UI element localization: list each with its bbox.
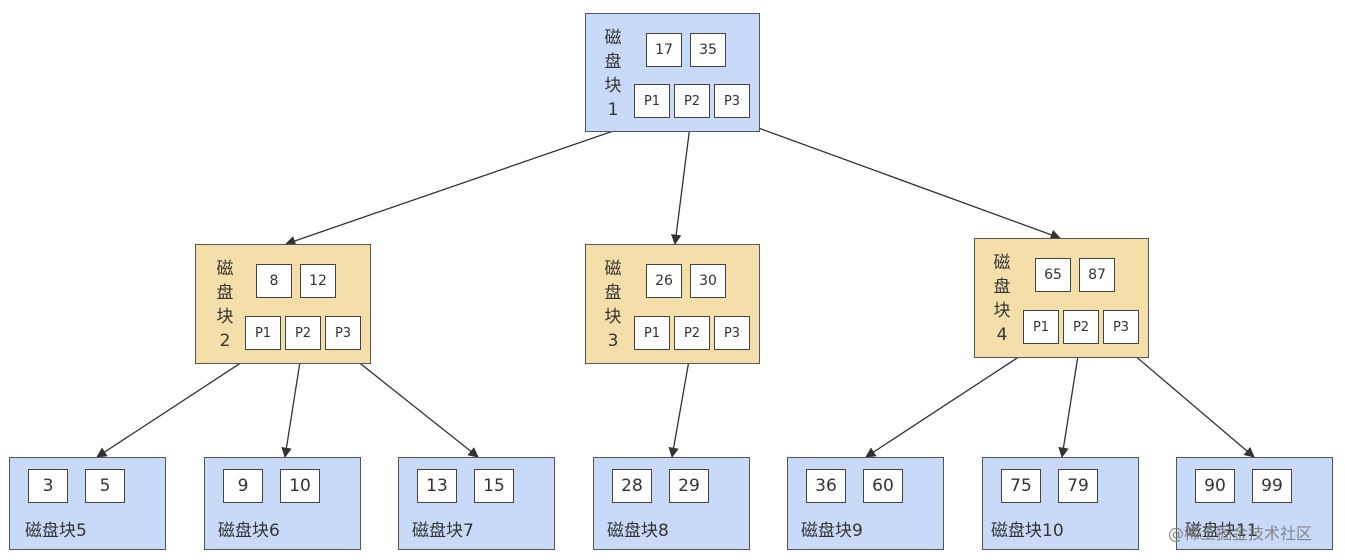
block-label: 磁盘块9 bbox=[801, 521, 863, 541]
disk-block-7: 13 15 磁盘块7 bbox=[398, 457, 555, 550]
block-label: 磁盘块5 bbox=[25, 521, 87, 541]
link-root-p3 bbox=[730, 117, 1061, 240]
link-b4-p2 bbox=[1058, 342, 1081, 459]
key-cell: 65 bbox=[1035, 258, 1071, 292]
link-root-p2 bbox=[671, 117, 692, 246]
pointer-cell: P1 bbox=[1023, 310, 1059, 344]
pointer-cell: P2 bbox=[1063, 310, 1099, 344]
pointer-cell: P3 bbox=[714, 316, 750, 350]
disk-block-9: 36 60 磁盘块9 bbox=[787, 457, 944, 550]
block-label: 磁盘块11 bbox=[1185, 521, 1258, 541]
key-cell: 90 bbox=[1195, 469, 1235, 503]
block-label: 磁盘块8 bbox=[607, 521, 669, 541]
key-cell: 8 bbox=[256, 264, 292, 298]
link-b2-p3 bbox=[341, 348, 479, 458]
key-cell: 5 bbox=[85, 469, 125, 503]
pointer-cell: P3 bbox=[1103, 310, 1139, 344]
key-cell: 17 bbox=[646, 33, 682, 67]
pointer-cell: P1 bbox=[634, 316, 670, 350]
block-label: 磁盘块1 bbox=[604, 28, 622, 120]
key-cell: 9 bbox=[223, 469, 263, 503]
pointer-cell: P2 bbox=[674, 84, 710, 118]
key-cell: 13 bbox=[417, 469, 457, 503]
key-cell: 87 bbox=[1079, 258, 1115, 292]
link-b4-p1 bbox=[865, 342, 1041, 458]
link-b4-p3 bbox=[1119, 342, 1255, 458]
disk-block-1: 磁盘块1 17 35 P1 P2 P3 bbox=[585, 13, 760, 132]
key-cell: 79 bbox=[1058, 469, 1098, 503]
key-cell: 3 bbox=[28, 469, 68, 503]
key-cell: 30 bbox=[690, 264, 726, 298]
key-cell: 29 bbox=[669, 469, 709, 503]
key-cell: 26 bbox=[646, 264, 682, 298]
disk-block-4: 磁盘块4 65 87 P1 P2 P3 bbox=[974, 238, 1149, 358]
block-label: 磁盘块7 bbox=[412, 521, 474, 541]
disk-block-2: 磁盘块2 8 12 P1 P2 P3 bbox=[195, 244, 371, 364]
key-cell: 75 bbox=[1001, 469, 1041, 503]
key-cell: 99 bbox=[1252, 469, 1292, 503]
link-b2-p1 bbox=[96, 348, 263, 458]
pointer-cell: P1 bbox=[245, 316, 281, 350]
pointer-cell: P3 bbox=[714, 84, 750, 118]
link-b2-p2 bbox=[281, 348, 303, 459]
disk-block-11: 90 99 磁盘块11 bbox=[1176, 457, 1333, 550]
key-cell: 10 bbox=[280, 469, 320, 503]
link-root-p1 bbox=[285, 117, 652, 246]
link-b3-p2 bbox=[668, 348, 692, 459]
key-cell: 36 bbox=[806, 469, 846, 503]
disk-block-10: 75 79 磁盘块10 bbox=[982, 457, 1139, 550]
disk-block-8: 28 29 磁盘块8 bbox=[593, 457, 750, 550]
key-cell: 35 bbox=[690, 33, 726, 67]
pointer-cell: P2 bbox=[285, 316, 321, 350]
block-label: 磁盘块2 bbox=[216, 259, 234, 351]
watermark: @稀土掘金技术社区 bbox=[1168, 524, 1313, 543]
disk-block-3: 磁盘块3 26 30 P1 P2 P3 bbox=[585, 244, 760, 364]
key-cell: 15 bbox=[474, 469, 514, 503]
block-label: 磁盘块4 bbox=[993, 253, 1011, 345]
pointer-cell: P1 bbox=[634, 84, 670, 118]
pointer-cell: P2 bbox=[674, 316, 710, 350]
disk-block-5: 3 5 磁盘块5 bbox=[9, 457, 166, 550]
pointer-cell: P3 bbox=[325, 316, 361, 350]
block-label: 磁盘块6 bbox=[218, 521, 280, 541]
block-label: 磁盘块3 bbox=[604, 259, 622, 351]
disk-block-6: 9 10 磁盘块6 bbox=[204, 457, 361, 550]
key-cell: 12 bbox=[300, 264, 336, 298]
block-label: 磁盘块10 bbox=[991, 521, 1064, 541]
key-cell: 28 bbox=[612, 469, 652, 503]
key-cell: 60 bbox=[863, 469, 903, 503]
